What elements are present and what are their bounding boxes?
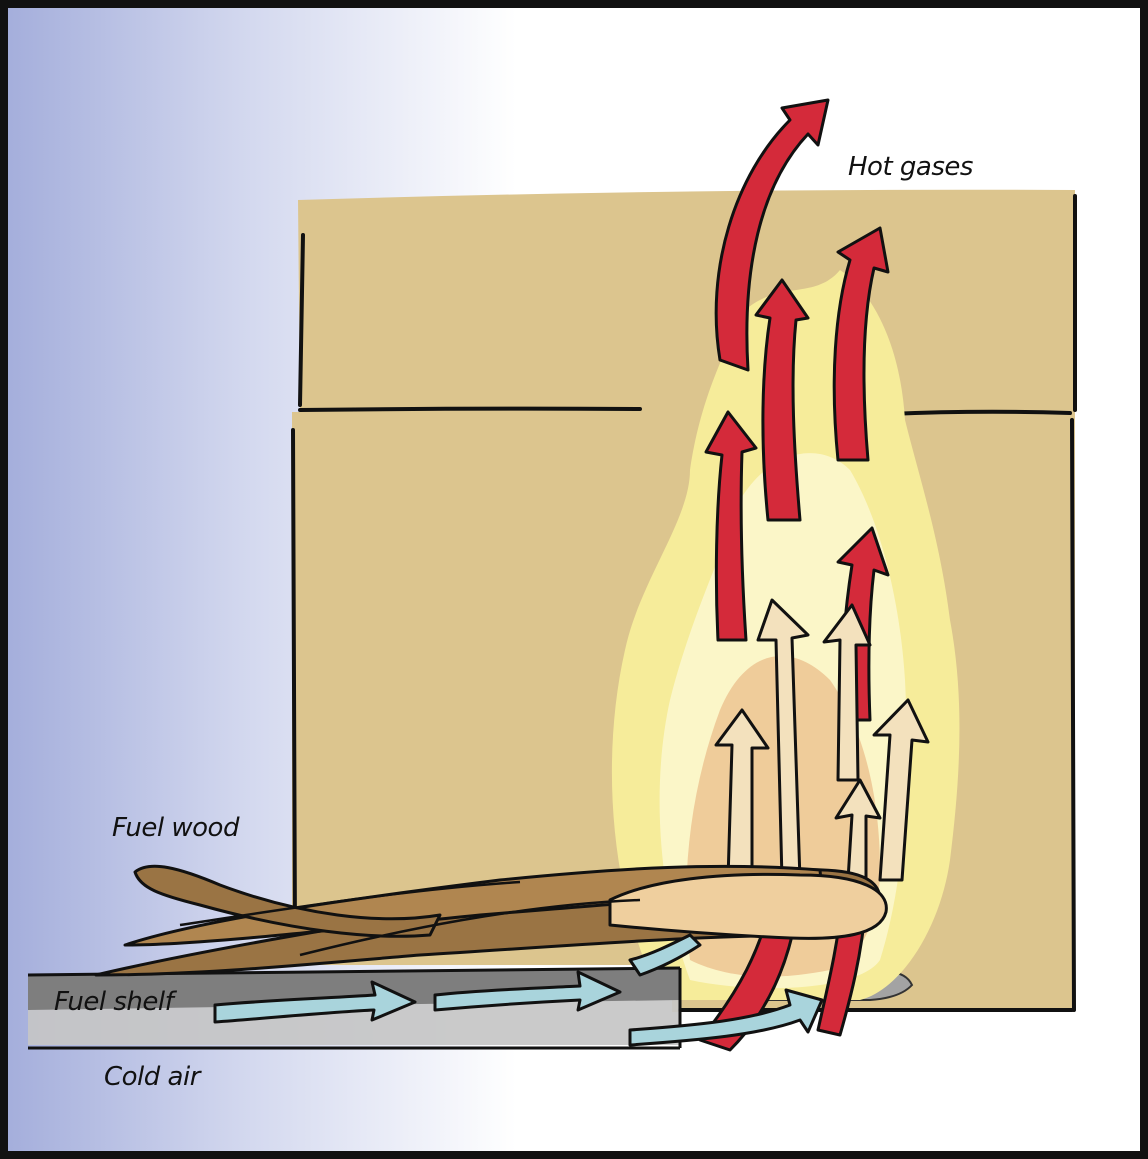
fuel-shelf-label: Fuel shelf [54,987,178,1017]
cold-air-label: Cold air [104,1062,203,1092]
fuel-wood-label: Fuel wood [112,813,240,843]
hot-gases-label: Hot gases [848,152,973,182]
